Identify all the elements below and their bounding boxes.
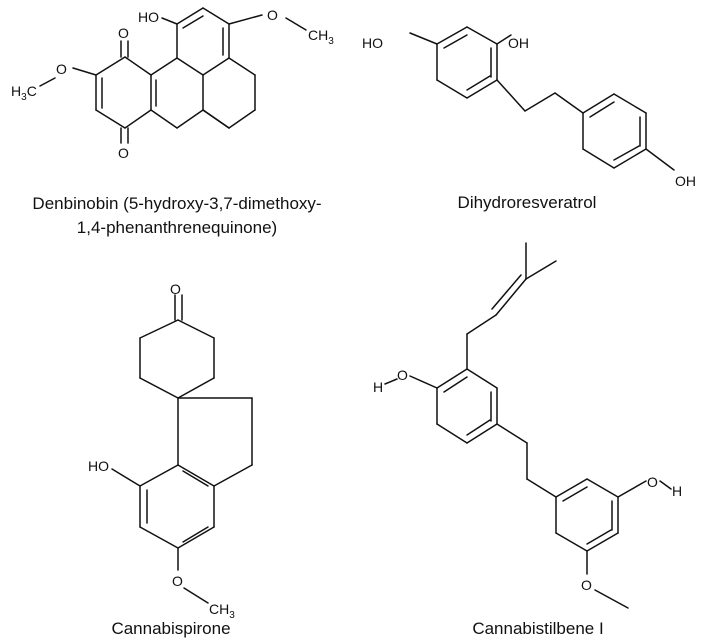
structure-cannabispirone: O HO O CH3 xyxy=(88,281,253,621)
hydroxyl-label: HO xyxy=(88,458,109,474)
methyl-label: CH3 xyxy=(308,27,334,47)
hydroxyl-label: OH xyxy=(508,35,529,51)
compound-name-cannabistilbene-i: Cannabistilbene I xyxy=(472,619,603,638)
hydrogen-label: H xyxy=(672,483,682,499)
methoxy-oxygen-label: O xyxy=(172,573,183,589)
compound-name-denbinobin-line2: 1,4-phenanthrenequinone) xyxy=(77,218,277,237)
methoxy-oxygen-label: O xyxy=(56,61,67,77)
compound-name-denbinobin: Denbinobin (5-hydroxy-3,7-dimethoxy- xyxy=(32,194,321,213)
carbonyl-oxygen-label: O xyxy=(118,145,129,161)
hydroxyl-oxygen-label: O xyxy=(647,474,658,490)
methoxy-oxygen-label: O xyxy=(267,7,278,23)
carbonyl-oxygen-label: O xyxy=(118,25,129,41)
hydroxyl-label: HO xyxy=(362,35,383,51)
structure-dihydroresveratrol: HO OH OH xyxy=(362,26,696,189)
structure-cannabistilbene-i: H O O H O xyxy=(373,242,682,609)
structure-denbinobin: HO O O O H3C O CH3 xyxy=(11,7,334,161)
methyl-label: CH3 xyxy=(209,601,235,621)
ketone-oxygen-label: O xyxy=(170,281,181,297)
compound-name-cannabispirone: Cannabispirone xyxy=(111,619,230,638)
hydroxyl-oxygen-label: O xyxy=(397,367,408,383)
hydroxyl-label: OH xyxy=(675,173,696,189)
compound-name-dihydroresveratrol: Dihydroresveratrol xyxy=(458,193,597,212)
methyl-label: H3C xyxy=(11,83,37,103)
hydrogen-label: H xyxy=(373,379,383,395)
methoxy-oxygen-label: O xyxy=(581,577,592,593)
hydroxyl-label: HO xyxy=(138,9,159,25)
